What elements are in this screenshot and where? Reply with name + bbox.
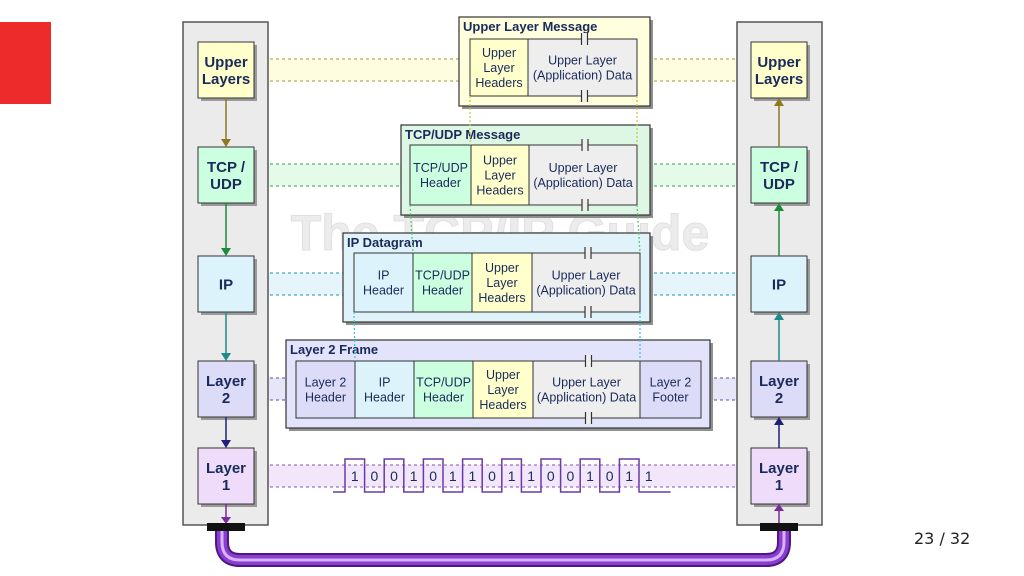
message-title-tcp: TCP/UDP Message [405, 127, 520, 142]
message-title-upper: Upper Layer Message [463, 19, 597, 34]
bit-9: 1 [527, 468, 535, 484]
message-title-l2: Layer 2 Frame [290, 342, 378, 357]
bit-10: 0 [547, 468, 555, 484]
down-arrow-to-cable [221, 517, 231, 524]
page-number: 23 / 32 [914, 529, 971, 548]
flow-band-l1 [258, 465, 748, 487]
field-ip-3 [531, 252, 641, 313]
bit-14: 1 [625, 468, 633, 484]
bit-waveform [333, 458, 671, 493]
field-l2-0 [295, 360, 356, 419]
right-cable-connector [760, 523, 798, 531]
left-layer-upper [197, 41, 255, 99]
left-layer-l2 [197, 360, 255, 418]
field-ip-0 [353, 252, 414, 313]
bit-2: 0 [390, 468, 398, 484]
encapsulation-guide [636, 204, 641, 254]
field-upper-0 [469, 38, 529, 97]
left-layer-tcp-label: TCP /UDP [207, 159, 246, 193]
slide-accent-block [0, 22, 51, 104]
bit-0: 1 [351, 468, 359, 484]
field-l2-3 [472, 360, 534, 419]
bit-6: 1 [469, 468, 477, 484]
up-arrow-from-cable [774, 504, 784, 511]
field-label-l2-4: Upper Layer(Application) Data [537, 375, 636, 404]
bit-13: 0 [606, 468, 614, 484]
bit-5: 1 [449, 468, 457, 484]
bit-3: 1 [410, 468, 418, 484]
right-layer-ip-label: IP [772, 276, 786, 293]
encapsulation-guide [409, 204, 414, 254]
field-l2-1 [354, 360, 415, 419]
encapsulation-guide [353, 311, 356, 362]
bit-15: 1 [645, 468, 653, 484]
left-layer-ip-label: IP [219, 276, 233, 293]
field-label-tcp-2: Upper Layer(Application) Data [533, 161, 632, 190]
message-title-ip: IP Datagram [347, 235, 423, 250]
field-ip-2 [471, 252, 533, 313]
field-l2-2 [413, 360, 474, 419]
bit-1: 0 [371, 468, 379, 484]
field-label-upper-1: Upper Layer(Application) Data [533, 53, 632, 82]
bit-12: 1 [586, 468, 594, 484]
right-layer-ip [750, 255, 808, 313]
right-layer-tcp-label: TCP /UDP [760, 159, 799, 193]
bit-4: 0 [429, 468, 437, 484]
field-label-ip-3: Upper Layer(Application) Data [536, 268, 635, 297]
field-l2-5 [639, 360, 702, 419]
field-tcp-0 [409, 144, 472, 206]
bit-8: 1 [508, 468, 516, 484]
bit-11: 0 [567, 468, 575, 484]
left-layer-l1 [197, 447, 255, 505]
right-layer-l2 [750, 360, 808, 418]
field-ip-1 [412, 252, 473, 313]
field-tcp-1 [470, 144, 530, 206]
left-cable-connector [207, 523, 245, 531]
bit-7: 0 [488, 468, 496, 484]
